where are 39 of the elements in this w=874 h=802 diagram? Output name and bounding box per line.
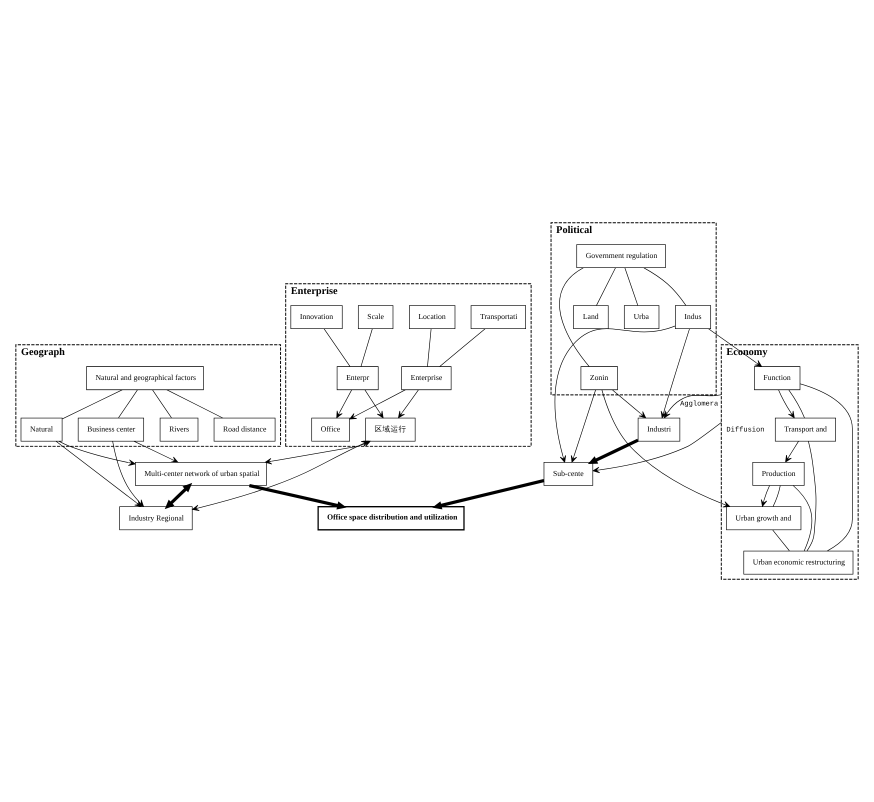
arrow xyxy=(760,485,770,507)
arrow xyxy=(554,326,676,463)
connector xyxy=(118,390,138,418)
arrow xyxy=(785,441,799,462)
connector xyxy=(360,328,373,367)
connector xyxy=(62,390,123,420)
arrow xyxy=(612,390,646,418)
connector xyxy=(772,485,781,507)
connector xyxy=(559,267,590,367)
arrow xyxy=(134,440,178,463)
arrow xyxy=(349,390,406,420)
connector xyxy=(152,390,172,418)
connector xyxy=(624,267,638,306)
arrow xyxy=(398,390,419,418)
connector xyxy=(427,328,432,367)
arrow xyxy=(58,441,136,466)
arrow xyxy=(664,394,722,418)
arrow xyxy=(778,390,795,418)
arrow xyxy=(164,482,192,510)
arrow xyxy=(570,390,596,463)
connector xyxy=(792,485,812,552)
arrow xyxy=(336,390,352,418)
arrow xyxy=(192,440,369,512)
connector xyxy=(324,328,350,367)
connector xyxy=(439,328,486,367)
arrow xyxy=(588,438,639,464)
connector xyxy=(596,267,616,306)
arrow xyxy=(592,422,722,474)
arrow xyxy=(56,440,142,507)
arrow xyxy=(364,390,384,418)
connector xyxy=(800,384,853,552)
connector xyxy=(772,530,790,552)
connector xyxy=(806,441,816,552)
arrow xyxy=(432,478,544,510)
connector xyxy=(788,390,805,418)
connector xyxy=(166,390,224,418)
arrow xyxy=(249,484,347,510)
arrow xyxy=(602,390,730,508)
connector xyxy=(644,267,686,306)
